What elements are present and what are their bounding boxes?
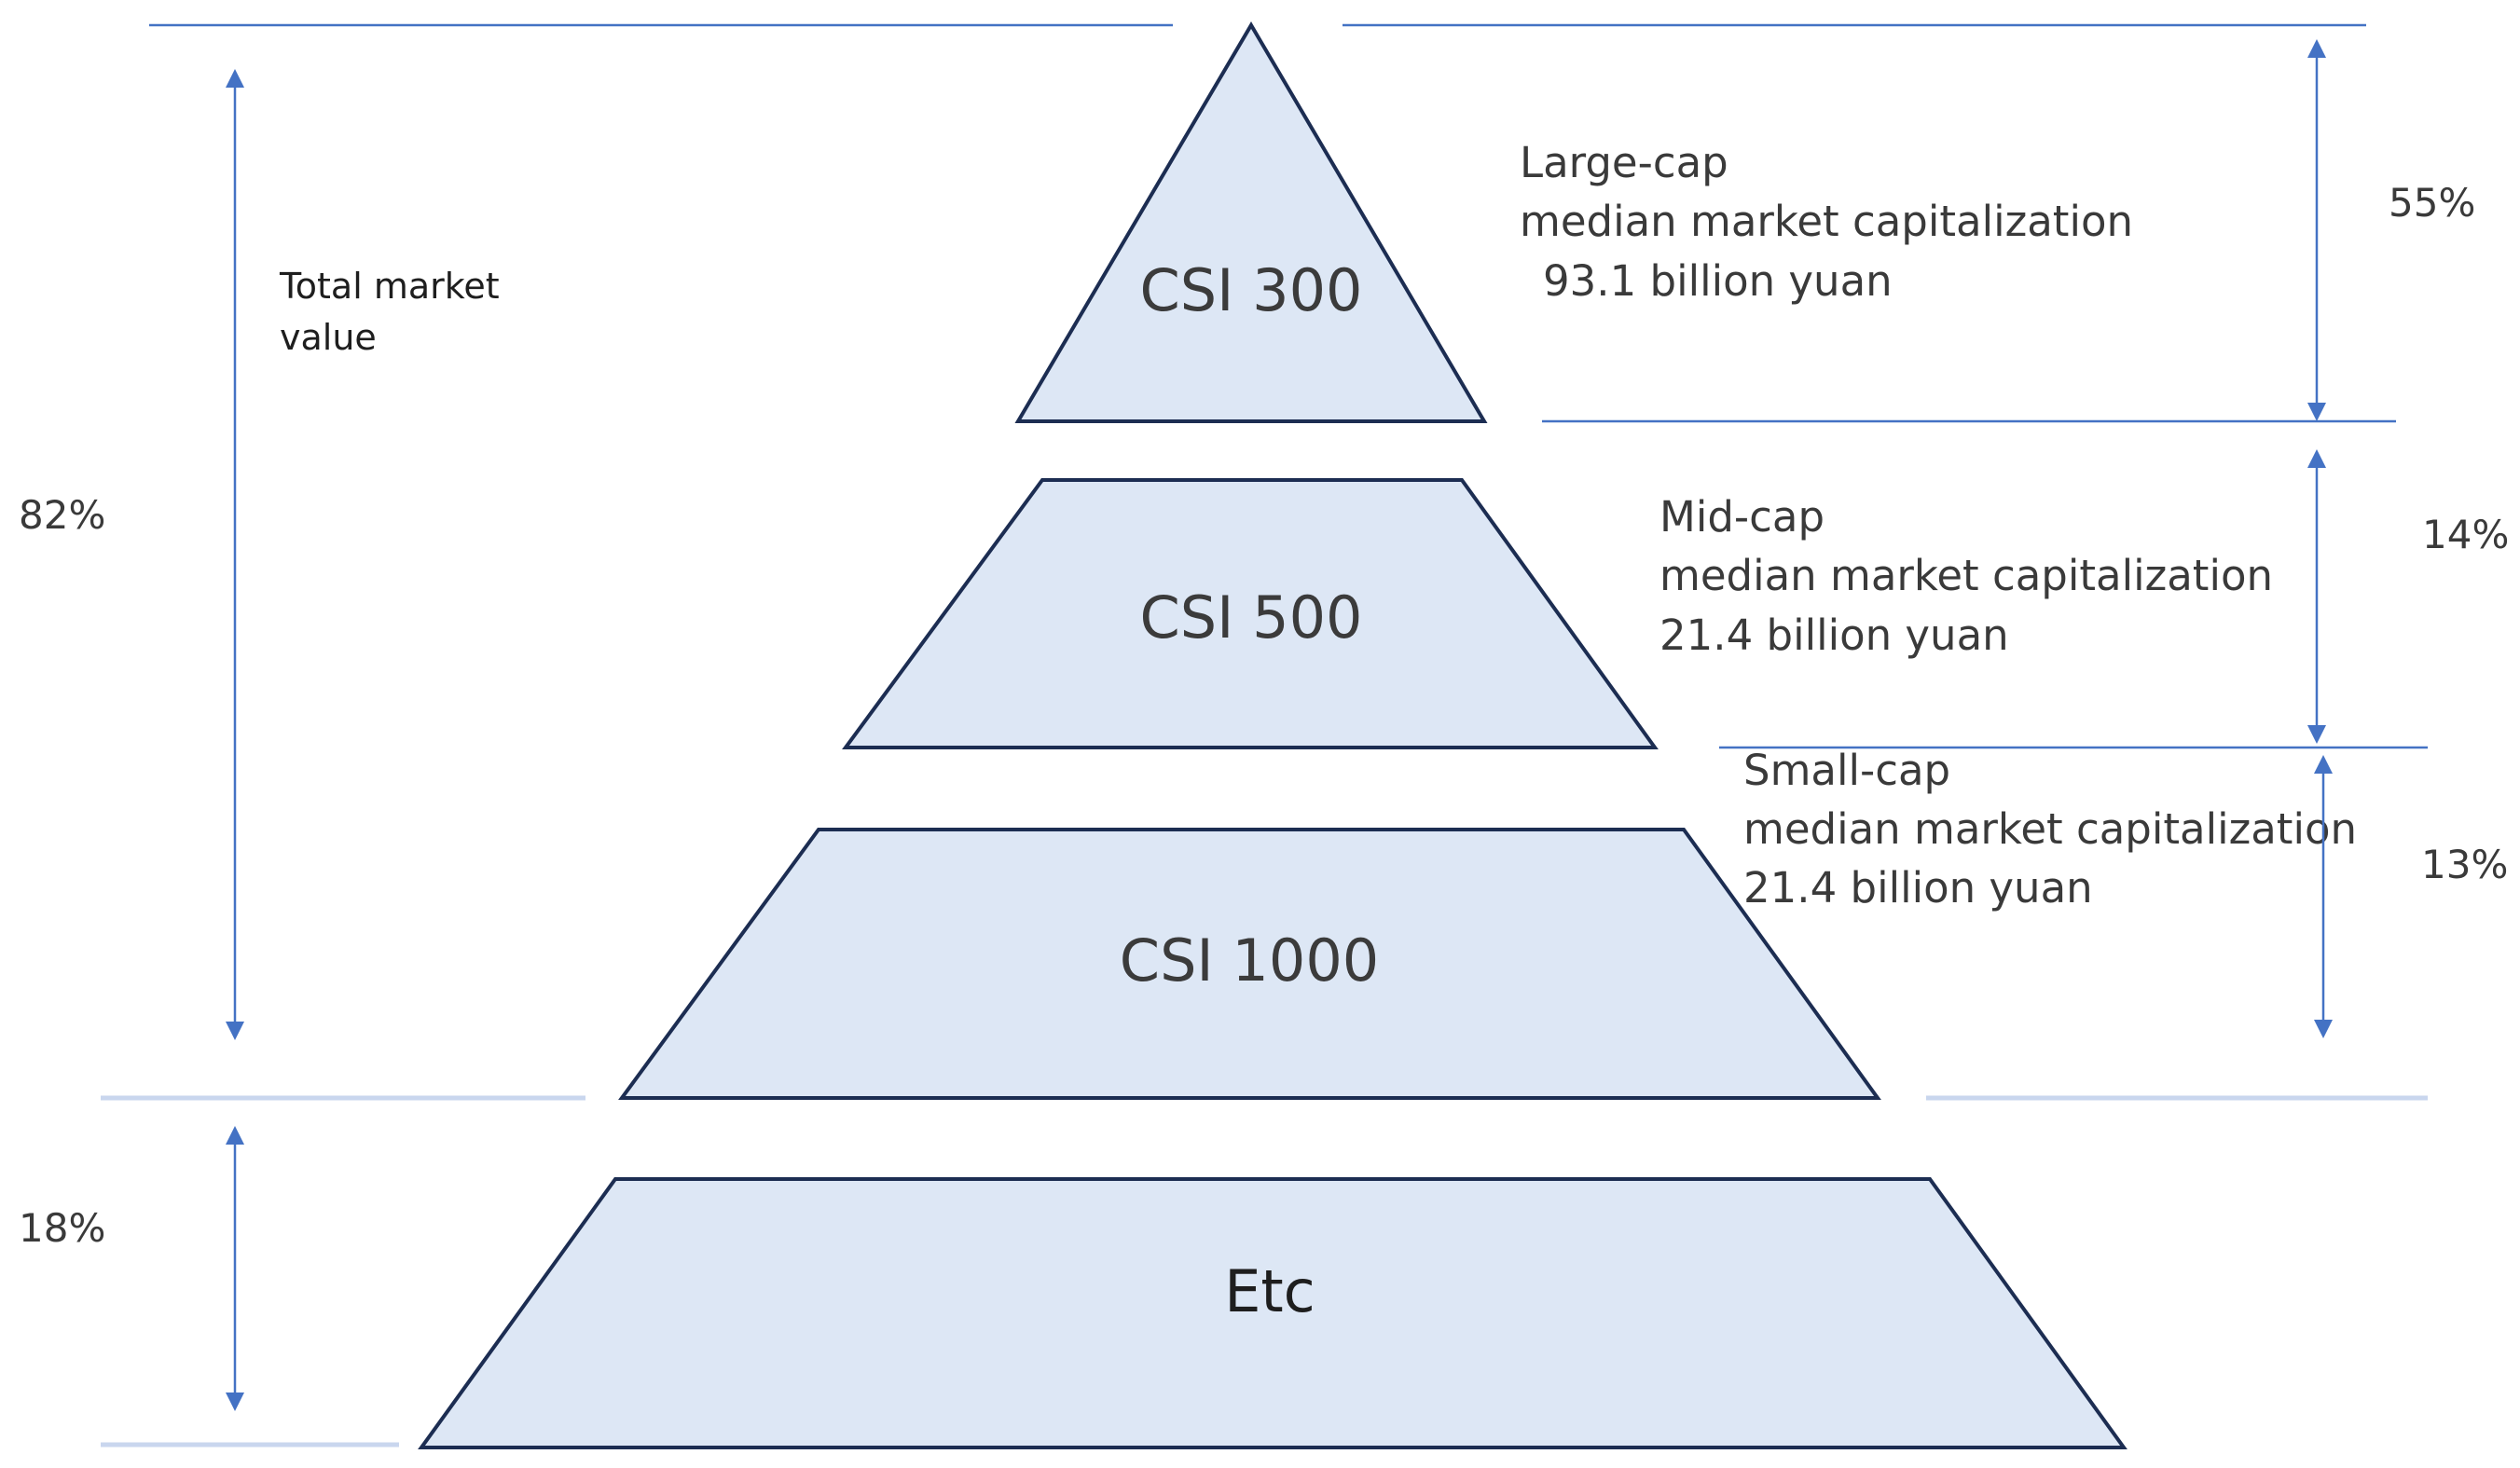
small-cap-title: Small-cap (1743, 746, 1950, 795)
mid-cap-median-value: 21.4 billion yuan (1659, 611, 2009, 660)
mid-cap-title: Mid-cap (1659, 492, 1825, 542)
tier-csi300-label: CSI 300 (1140, 256, 1363, 324)
tier-csi300-shape (1014, 21, 1488, 423)
small-cap-median-value: 21.4 billion yuan (1743, 863, 2093, 912)
total-market-value-label-line2: value (280, 317, 377, 358)
arrowhead-up-icon (226, 1126, 244, 1145)
small-cap-median-label: median market capitalization (1743, 804, 2357, 854)
arrowhead-down-icon (226, 1022, 244, 1040)
mid-cap-span-arrow (2307, 449, 2326, 744)
arrowhead-down-icon (2307, 725, 2326, 744)
arrowhead-up-icon (2314, 755, 2333, 774)
large-cap-title: Large-cap (1520, 138, 1728, 187)
large-cap-median-value: 93.1 billion yuan (1543, 256, 1893, 306)
tier-csi1000-shape (618, 828, 1881, 1100)
tier-csi1000-label: CSI 1000 (1120, 926, 1379, 995)
tier-etc-shape (418, 1177, 2128, 1449)
tier-etc-label: Etc (1224, 1257, 1315, 1325)
arrowhead-up-icon (2307, 449, 2326, 468)
mid-cap-median-label: median market capitalization (1659, 551, 2273, 600)
arrowhead-down-icon (226, 1393, 244, 1411)
indexed-total-share: 82% (19, 492, 105, 538)
indexed-total-span-arrow (226, 69, 244, 1040)
small-cap-share: 13% (2421, 842, 2508, 887)
arrowhead-up-icon (2307, 39, 2326, 58)
arrowhead-up-icon (226, 69, 244, 88)
arrowhead-down-icon (2314, 1020, 2333, 1038)
mid-cap-share: 14% (2422, 512, 2509, 557)
total-market-value-label-line1: Total market (279, 266, 500, 307)
large-cap-span-arrow (2307, 39, 2326, 421)
arrowhead-down-icon (2307, 403, 2326, 421)
large-cap-median-label: median market capitalization (1520, 197, 2133, 246)
large-cap-share: 55% (2389, 180, 2475, 226)
other-span-arrow (226, 1126, 244, 1411)
tier-csi500-shape (842, 478, 1659, 749)
tier-csi500-label: CSI 500 (1140, 583, 1363, 652)
other-share: 18% (19, 1205, 105, 1251)
small-cap-span-arrow (2314, 755, 2333, 1038)
